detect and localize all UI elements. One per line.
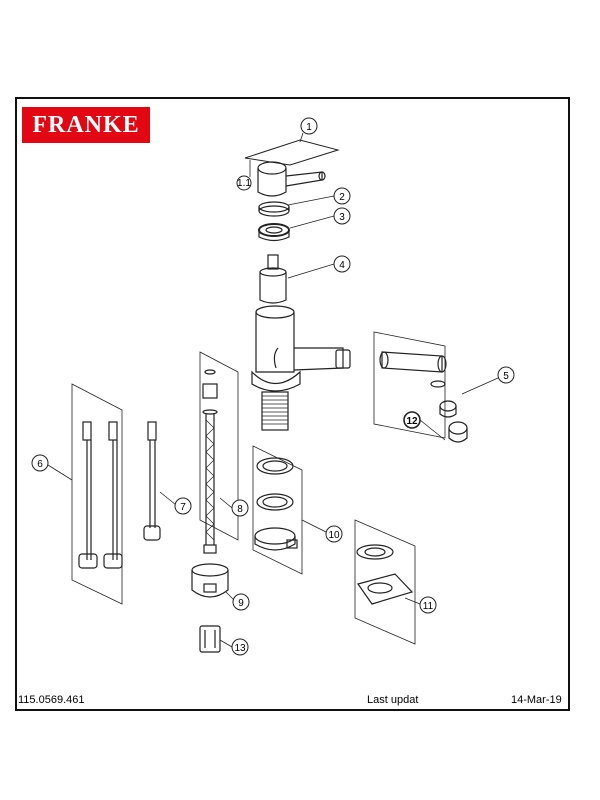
callout-8-label: 8: [237, 504, 243, 515]
callout-13-label: 13: [234, 643, 246, 654]
part-cartridge: [259, 254, 287, 304]
part-rod: [199, 351, 239, 554]
callout-9: 9: [232, 593, 250, 611]
part-mount-nut: [191, 563, 229, 598]
callout-5: 5: [497, 366, 515, 384]
callout-11-label: 11: [423, 601, 434, 612]
part-hoses-6: [71, 383, 123, 605]
callout-7-label: 7: [180, 502, 186, 513]
callout-12: 12: [403, 411, 421, 429]
callout-10: 10: [325, 525, 343, 543]
document-number: 115.0569.461: [18, 694, 85, 706]
part-body: [251, 305, 351, 431]
callout-11: 11: [419, 596, 437, 614]
callout-1-1: 1.1: [236, 175, 252, 191]
callouts: 1 1.1 2 3 4 5 6 7 8 9 10 11 12 13: [31, 117, 515, 656]
part-handle: [244, 139, 340, 197]
callout-3: 3: [333, 207, 351, 225]
callout-8: 8: [231, 499, 249, 517]
callout-1: 1: [300, 117, 318, 135]
part-ring: [258, 201, 290, 217]
last-updated-label: Last updat: [367, 694, 419, 706]
callout-12-label: 12: [406, 416, 418, 427]
callout-4: 4: [333, 255, 351, 273]
part-hose-7: [143, 421, 161, 541]
callout-1-label: 1: [306, 122, 312, 133]
logo-text: FRANKE: [32, 111, 140, 138]
update-date: 14-Mar-19: [511, 694, 562, 706]
callout-2-label: 2: [339, 192, 345, 203]
part-aerator-group: [373, 331, 468, 443]
callout-7: 7: [174, 497, 192, 515]
drawing-frame: [15, 97, 570, 711]
callout-3-label: 3: [339, 212, 345, 223]
callout-5-label: 5: [503, 371, 509, 382]
franke-logo: FRANKE: [22, 107, 150, 143]
part-base-plate: [354, 519, 416, 645]
part-nut: [258, 223, 290, 242]
part-washers: [252, 445, 303, 575]
callout-1-1-label: 1.1: [237, 178, 251, 189]
callout-6: 6: [31, 454, 49, 472]
callout-9-label: 9: [238, 598, 244, 609]
callout-6-label: 6: [37, 459, 43, 470]
leader-lines: [47, 132, 499, 648]
parts-drawing: [71, 139, 468, 653]
callout-13: 13: [231, 638, 249, 656]
callout-10-label: 10: [328, 530, 340, 541]
callout-2: 2: [333, 187, 351, 205]
callout-4-label: 4: [339, 260, 345, 271]
part-clip: [199, 625, 221, 653]
